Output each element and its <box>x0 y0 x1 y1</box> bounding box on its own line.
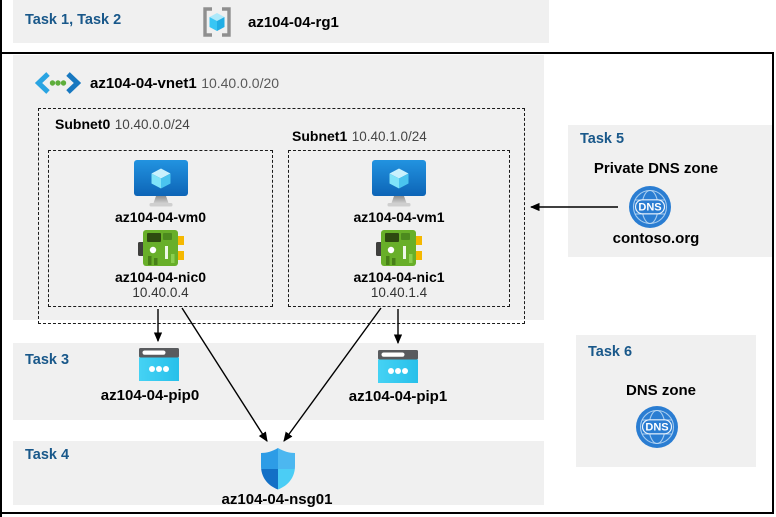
subnet1-label: Subnet1 10.40.1.0/24 <box>292 128 427 146</box>
vnet-name: az104-04-vnet1 <box>90 75 197 92</box>
network-interface-icon <box>137 229 184 267</box>
dns-zone-icon: DNS <box>628 185 672 229</box>
virtual-machine-icon <box>133 160 188 207</box>
resource-group-icon <box>200 6 234 38</box>
dns-icon-text: DNS <box>645 422 668 434</box>
subnet0-cidr: 10.40.0.0/24 <box>114 117 190 132</box>
network-interface-icon <box>376 229 422 267</box>
nic-label: az104-04-nic0 <box>114 269 207 285</box>
pip1-label: az104-04-pip1 <box>348 388 448 405</box>
task5-panel <box>568 125 772 257</box>
dns-zone-icon: DNS <box>635 405 679 449</box>
vnet-title: az104-04-vnet1 10.40.0.0/20 <box>90 75 279 93</box>
resource-group-name: az104-04-rg1 <box>248 14 339 31</box>
subnet0-name: Subnet0 <box>55 116 111 132</box>
subnet0-box: az104-04-vm0 az104-04-nic0 10.40.0.4 <box>48 150 273 307</box>
virtual-machine-icon <box>372 160 426 207</box>
subnet1-cidr: 10.40.1.0/24 <box>351 129 427 144</box>
public-ip-icon <box>139 348 179 381</box>
subnet1-name: Subnet1 <box>292 128 348 144</box>
vm-label: az104-04-vm1 <box>353 209 445 225</box>
diagram-outer-border <box>0 52 774 514</box>
task1-2-band <box>13 0 549 43</box>
task3-label: Task 3 <box>25 352 70 368</box>
vm-label: az104-04-vm0 <box>114 209 207 225</box>
subnet0-label: Subnet0 10.40.0.0/24 <box>55 116 190 134</box>
nsg-shield-icon <box>260 447 296 491</box>
nsg-label: az104-04-nsg01 <box>221 491 333 508</box>
pip0-label: az104-04-pip0 <box>100 387 200 404</box>
task6-label: Task 6 <box>588 344 633 360</box>
nic-ip: 10.40.1.4 <box>370 285 428 300</box>
task3-band <box>13 343 544 420</box>
task5-label: Task 5 <box>580 131 625 147</box>
public-ip-icon <box>378 350 418 383</box>
subnets-container <box>38 108 525 324</box>
vnet-box <box>13 55 544 320</box>
nic-ip: 10.40.0.4 <box>132 285 189 300</box>
virtual-network-icon <box>35 72 81 94</box>
nic-label: az104-04-nic1 <box>353 269 445 285</box>
subnet1-box: az104-04-vm1 az104-04-nic1 10.40.1.4 <box>288 150 510 307</box>
task4-label: Task 4 <box>25 447 70 463</box>
dns-icon-text: DNS <box>638 202 661 214</box>
private-dns-zone-title: Private DNS zone <box>593 160 719 177</box>
task1-2-label: Task 1, Task 2 <box>25 12 122 28</box>
vnet-cidr: 10.40.0.0/20 <box>201 75 280 91</box>
private-dns-zone-name: contoso.org <box>612 230 700 247</box>
dns-zone-title: DNS zone <box>625 382 696 399</box>
